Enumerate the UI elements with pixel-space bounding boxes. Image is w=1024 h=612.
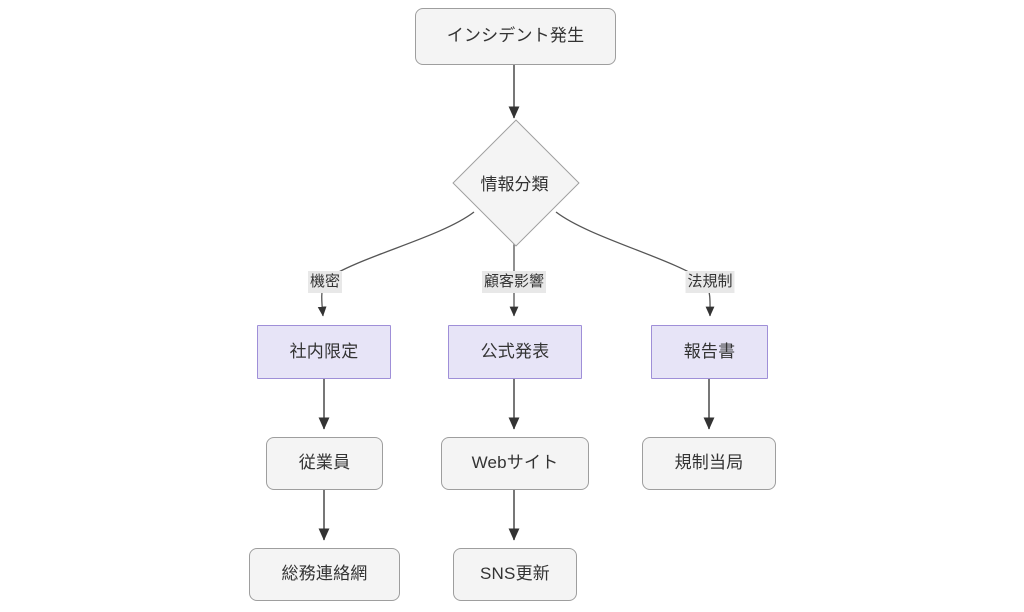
node-affairs-label: 総務連絡網 [281, 564, 368, 584]
edge-label-regulation: 法規制 [685, 271, 735, 294]
node-internal-label: 社内限定 [289, 341, 359, 361]
node-affairs[interactable]: 総務連絡網 [249, 548, 400, 601]
node-sns[interactable]: SNS更新 [453, 548, 577, 601]
node-regulator-label: 規制当局 [674, 453, 744, 473]
node-regulator[interactable]: 規制当局 [642, 437, 776, 490]
node-website-label: Webサイト [471, 453, 559, 473]
node-report[interactable]: 報告書 [651, 325, 768, 379]
node-website[interactable]: Webサイト [441, 437, 589, 490]
node-report-label: 報告書 [683, 341, 736, 361]
edge-classify-to-report [555, 211, 715, 317]
node-official-label: 公式発表 [480, 341, 550, 361]
node-incident[interactable]: インシデント発生 [415, 8, 616, 65]
node-official[interactable]: 公式発表 [448, 325, 582, 379]
node-incident-label: インシデント発生 [446, 26, 585, 46]
node-sns-label: SNS更新 [480, 564, 550, 584]
node-employees-label: 従業員 [298, 453, 351, 473]
node-classify[interactable]: 情報分類 [451, 119, 580, 247]
node-internal[interactable]: 社内限定 [257, 325, 391, 379]
node-employees[interactable]: 従業員 [266, 437, 383, 490]
edge-label-customer-impact: 顧客影響 [481, 271, 547, 294]
node-classify-label: 情報分類 [480, 174, 549, 194]
edge-label-confidential: 機密 [307, 271, 343, 294]
